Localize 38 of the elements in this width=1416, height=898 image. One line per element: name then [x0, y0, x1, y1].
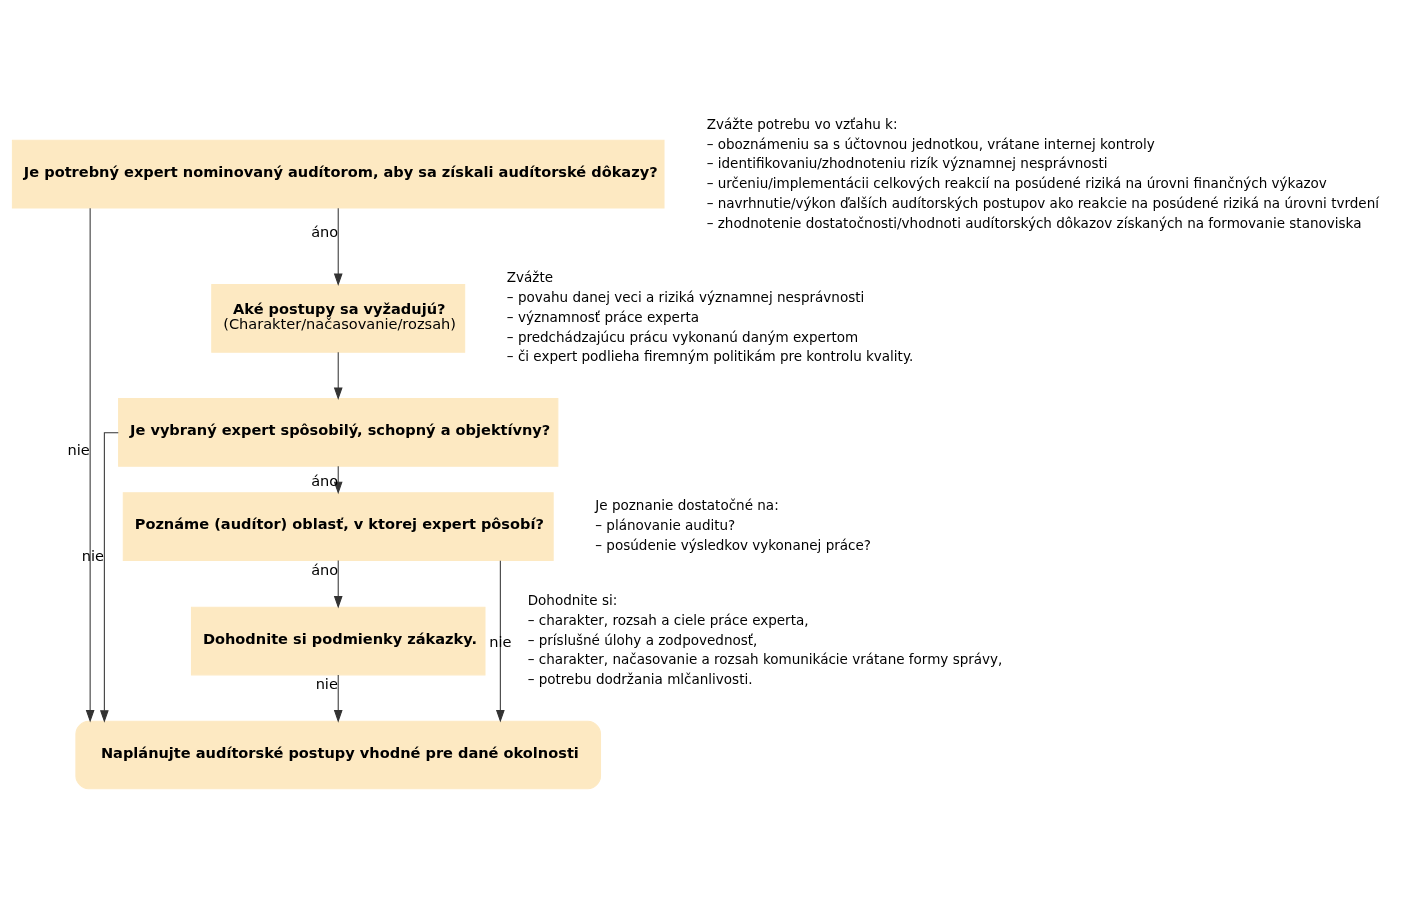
arrow	[333, 207, 343, 286]
node-label: Dohodnite si:	[527, 591, 618, 608]
edge-label: nie	[67, 440, 90, 458]
node-label: – charakter, rozsah a ciele práce experta,	[527, 611, 809, 628]
node-label: – potrebu dodržania mlčanlivosti.	[527, 670, 753, 687]
node-label: – identifikovaniu/zhodnoteniu rizík významnej nesprávnosti	[706, 154, 1108, 171]
node-label: – zhodnotenie dostatočnosti/vhodnoti audítorských dôkazov získaných na formovanie stanoviska	[706, 214, 1362, 231]
node-label: – významnosť práce experta	[506, 308, 700, 325]
node-label: – plánovanie auditu?	[595, 516, 736, 533]
node-label: – charakter, načasovanie a rozsah komunikácie vrátane formy správy,	[527, 650, 1003, 667]
node-label: – oboznámeniu sa s účtovnou jednotkou, vrátane internej kontroly	[706, 135, 1155, 152]
node-box: Poznáme (audítor) oblasť, v ktorej expert pôsobí?	[122, 491, 554, 561]
arrow	[99, 431, 119, 723]
node-label: – či expert podlieha firemným politikám pre kontrolu kvality.	[506, 347, 914, 364]
arrow	[333, 351, 343, 400]
node-box: Aké postupy sa vyžadujú? (Charakter/načasovanie/rozsah)	[211, 283, 466, 353]
arrow	[333, 559, 343, 608]
edge-label: nie	[81, 546, 105, 564]
edge-label: áno	[311, 222, 339, 240]
edge-label: nie	[315, 674, 338, 692]
arrow	[333, 673, 343, 723]
node-box: Naplánujte audítorské postupy vhodné pre dané okolnosti	[75, 720, 602, 789]
node-box: Je vybraný expert spôsobilý, schopný a objektívny?	[118, 397, 559, 467]
node-label: Zvážte	[506, 268, 554, 285]
node-label: – navrhnutie/výkon ďalších audítorských postupov ako reakcie na posúdené riziká na úrovni tvrdení	[706, 194, 1379, 211]
node-box: Dohodnite si podmienky zákazky.	[190, 606, 486, 675]
node-label: Je poznanie dostatočné na:	[595, 496, 779, 513]
edge-label: áno	[311, 560, 339, 578]
edge-label: áno	[311, 471, 339, 489]
node-label: – predchádzajúcu prácu vykonanú daným expertom	[506, 328, 859, 345]
node-label: – povahu danej veci a riziká významnej nesprávnosti	[506, 288, 865, 305]
arrow	[85, 207, 95, 722]
arrow	[495, 559, 505, 722]
node-label: – príslušné úlohy a zodpovednosť,	[527, 631, 758, 648]
node-label: – posúdenie výsledkov vykonanej práce?	[595, 536, 871, 553]
node-box: Je potrebný expert nominovaný audítorom, aby sa získali audítorské dôkazy?	[11, 139, 665, 209]
node-label: – určeniu/implementácii celkových reakcií na posúdené riziká na úrovni finančných výkazov	[706, 174, 1327, 191]
node-label: Zvážte potrebu vo vzťahu k:	[706, 115, 898, 132]
